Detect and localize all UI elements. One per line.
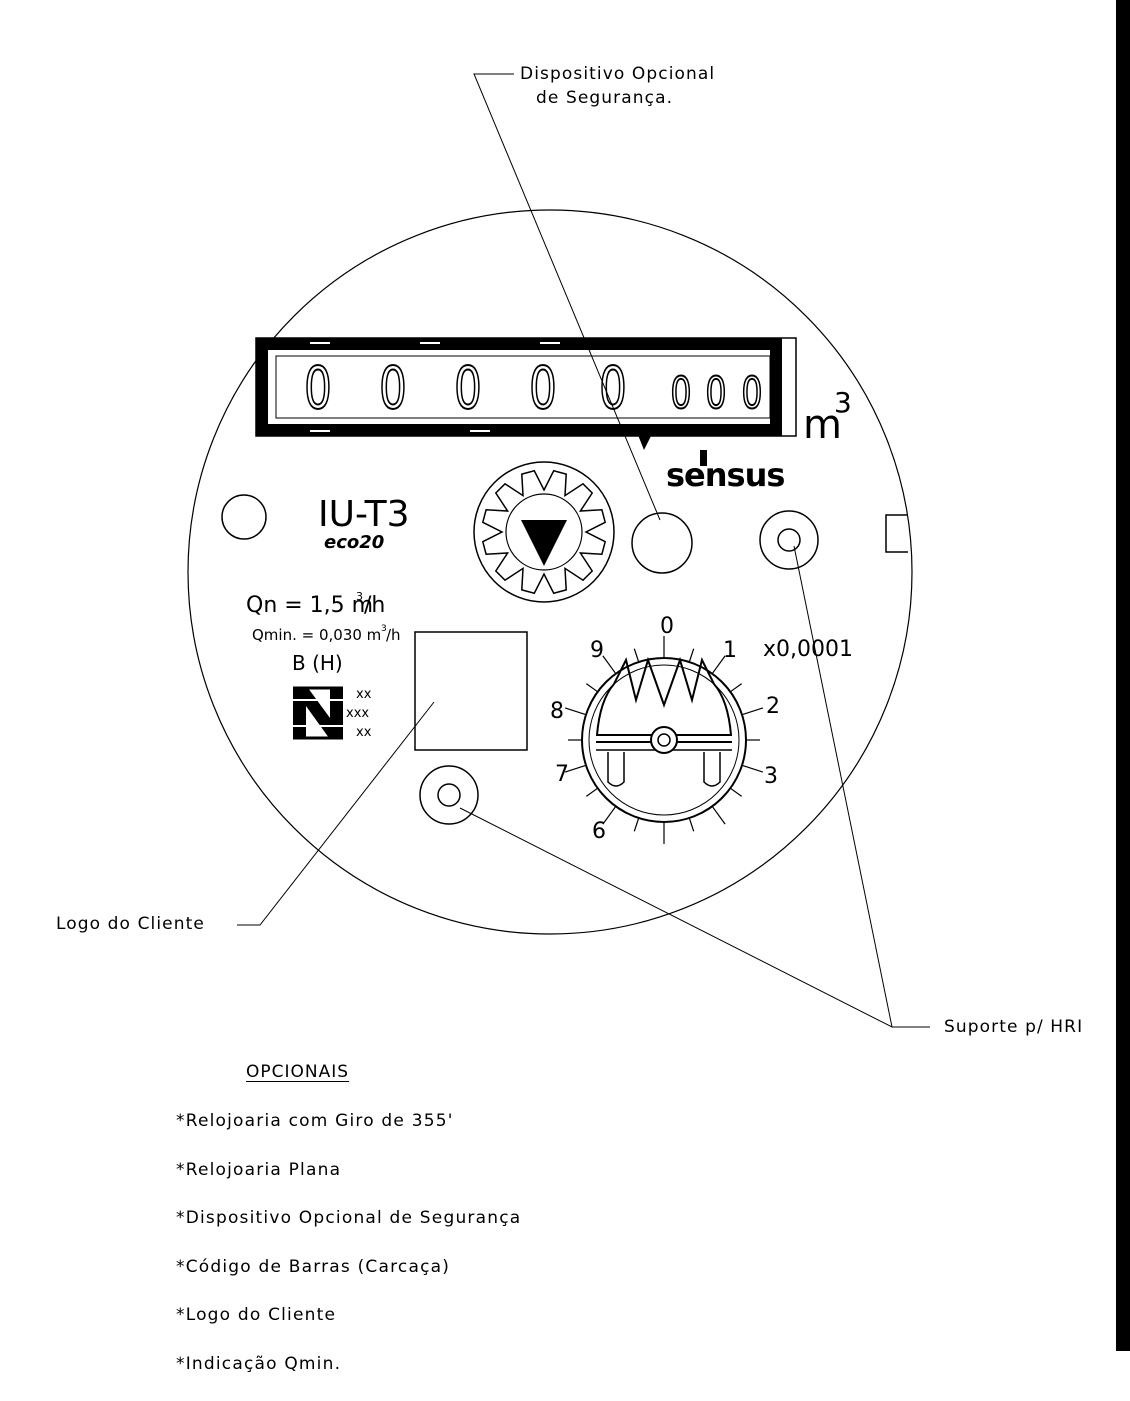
register-digit: 0 [599,355,627,423]
svg-text:sensus: sensus [666,456,784,494]
model-label: IU-T3 [318,494,410,535]
dial-number-1: 1 [723,638,737,663]
dial-number-9: 9 [590,638,604,663]
dial-tick [742,765,763,772]
register-digit: 0 [671,368,692,419]
option-item: *Código de Barras (Carcaça) [176,1256,521,1305]
inmetro-line-3: xx [356,725,372,740]
dial-outline [188,210,912,934]
dial-notch [886,515,908,552]
dial-number-7: 7 [555,762,569,787]
submodel-label: eco20 [324,532,384,553]
options-title: OPCIONAIS [246,1062,349,1082]
dial-number-2: 2 [766,694,780,719]
dial-tick [742,708,763,715]
register-digit: 0 [706,368,727,419]
option-item: *Dispositivo Opcional de Segurança [176,1207,521,1256]
qn-spec: Qn = 1,5 m 3 /h [246,590,385,618]
register-digit: 0 [304,355,332,423]
options-list: *Relojoaria com Giro de 355' *Relojoaria… [176,1110,521,1401]
callout-security-device-line-1: Dispositivo Opcional [520,62,715,86]
hri-support-right [760,511,818,569]
option-item: *Relojoaria Plana [176,1159,521,1208]
dial-tick [689,818,693,831]
callout-security-device-line-2: de Segurança. [520,86,715,110]
dial-tick [586,684,597,692]
register-digit: 0 [454,355,482,423]
dial-tick [603,656,616,674]
dial-tick [730,684,741,692]
pointer-dial [565,636,763,844]
dial-tick [689,649,693,662]
dial-tick [634,818,638,831]
svg-text:Qmin. = 0,030 m: Qmin. = 0,030 m [252,626,381,644]
callout-client-logo: Logo do Cliente [56,914,205,934]
multiplier-label: x0,0001 [763,637,853,662]
svg-text:/h: /h [386,626,401,644]
inmetro-icon [293,688,343,738]
option-item: *Logo do Cliente [176,1304,521,1353]
inmetro-line-2: xxx [346,706,369,721]
blank-circle [222,495,266,539]
dial-number-8: 8 [550,699,564,724]
register-unit-exp: 3 [834,386,852,419]
option-item: *Relojoaria com Giro de 355' [176,1110,521,1159]
right-edge-bar [1116,0,1130,1351]
dial-number-6: 6 [592,819,606,844]
callout-security-device: Dispositivo Opcional de Segurança. [520,62,715,110]
qmin-spec: Qmin. = 0,030 m 3 /h [252,624,401,644]
inmetro-line-1: xx [356,687,372,702]
dial-number-0: 0 [660,614,674,639]
svg-text:/h: /h [364,593,385,618]
hri-support-bottom [420,766,478,824]
class-label: B (H) [292,651,343,675]
security-device-circle [632,513,692,573]
svg-text:Qn = 1,5 m: Qn = 1,5 m [246,593,373,618]
client-logo-box [415,632,527,750]
dial-tick [730,788,741,796]
callout-hri-support: Suporte p/ HRI [944,1017,1083,1037]
register-digit: 0 [379,355,407,423]
dial-tick [565,708,586,715]
dial-tick [586,788,597,796]
sensus-logo: sensus [666,450,784,494]
register-digit: 0 [742,368,763,419]
dial-tick [634,649,638,662]
star-wheel [474,462,614,602]
dial-tick [712,806,725,824]
dial-number-3: 3 [764,764,778,789]
svg-text:3: 3 [356,590,363,603]
register-digit: 0 [529,355,557,423]
option-item: *Indicação Qmin. [176,1353,521,1401]
